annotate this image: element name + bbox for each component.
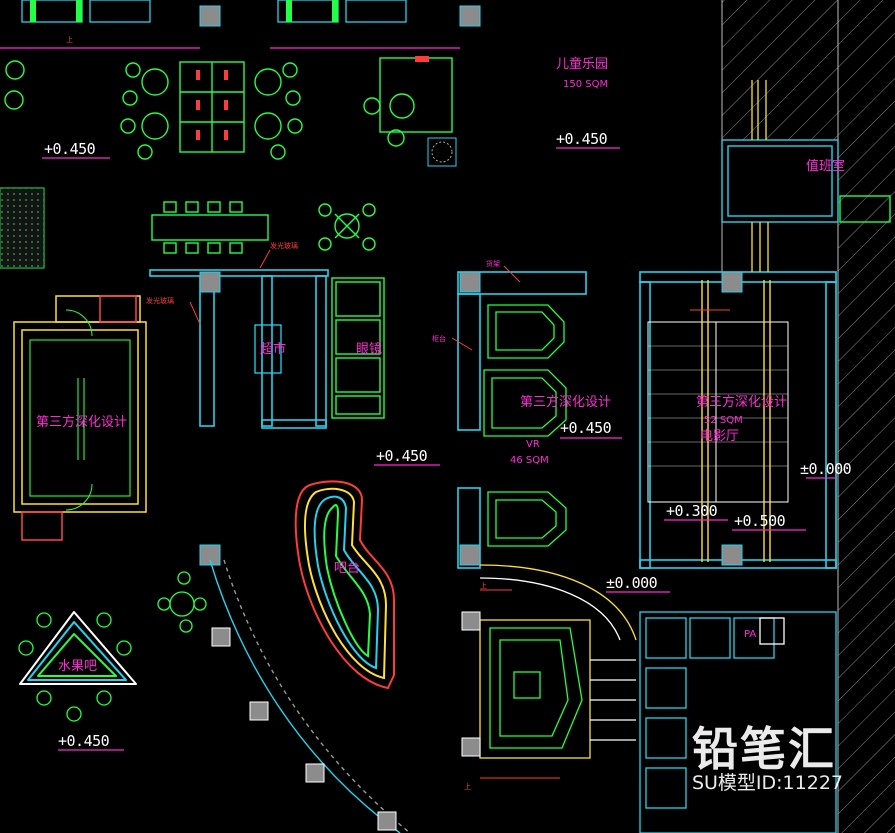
note-shelf: 货架 (486, 260, 500, 268)
columns (199, 271, 743, 566)
room-label-cinema: 电影厅 (700, 429, 740, 444)
stair-up-marker: 上 (480, 582, 487, 590)
room-label-bar: 吧台 (334, 561, 361, 576)
room-label-supermarket: 超市 (260, 342, 287, 357)
fruit-bar (19, 611, 137, 685)
planter (427, 137, 457, 167)
room-label-third-party-cinema: 第三方深化设计 (696, 395, 788, 410)
room-label-fruit-bar: 水果吧 (58, 659, 98, 674)
spiral-stair (479, 564, 637, 759)
room-area-cinema: 52 SQM (704, 415, 743, 426)
long-table (151, 201, 376, 254)
room-label-vr: VR (526, 439, 540, 450)
top-columns (199, 5, 481, 27)
watermark-model-id: SU模型ID:11227 (691, 772, 843, 794)
level-marker: +0.450 (44, 140, 96, 158)
facade-columns (211, 627, 397, 831)
room-label-duty-room: 值班室 (806, 159, 846, 174)
note-counter: 柜台 (432, 335, 446, 343)
room-label-kids-park: 儿童乐园 (556, 57, 609, 72)
restrooms (639, 611, 837, 833)
meeting-area (4, 57, 453, 160)
note-glass: 发光玻璃 (146, 297, 174, 305)
room-label-pa: PA (744, 629, 757, 640)
duty-room (721, 139, 891, 223)
level-marker: +0.450 (376, 447, 428, 465)
room-label-third-party-left: 第三方深化设计 (36, 415, 128, 430)
watermark: 铅笔汇 SU模型ID:11227 (692, 726, 843, 793)
level-markers (42, 147, 836, 751)
level-marker: +0.450 (58, 732, 110, 750)
room-label-third-party-vr: 第三方深化设计 (520, 395, 612, 410)
curved-facade (209, 559, 411, 833)
level-marker: +0.450 (560, 419, 612, 437)
exterior-wall-hatch (838, 0, 895, 833)
left-room (13, 295, 147, 541)
bar-counter (294, 480, 395, 690)
level-marker: +0.450 (556, 130, 608, 148)
level-marker: ±0.000 (800, 460, 852, 478)
level-marker: +0.500 (734, 512, 786, 530)
vr-pods (483, 304, 567, 547)
level-marker: ±0.000 (606, 574, 658, 592)
room-label-cosmetics: 眼镜 (356, 342, 383, 357)
note-glass: 发光玻璃 (270, 242, 298, 250)
stair-up-marker: 上 (464, 783, 471, 791)
room-area-vr: 46 SQM (510, 455, 549, 466)
watermark-brand: 铅笔汇 (691, 722, 836, 776)
room-area-kids-park: 150 SQM (563, 79, 609, 90)
stair-up-marker: 上 (66, 36, 73, 44)
left-planter (0, 187, 45, 269)
cinema (647, 321, 789, 503)
level-marker: +0.300 (666, 502, 718, 520)
shelves (331, 277, 385, 419)
